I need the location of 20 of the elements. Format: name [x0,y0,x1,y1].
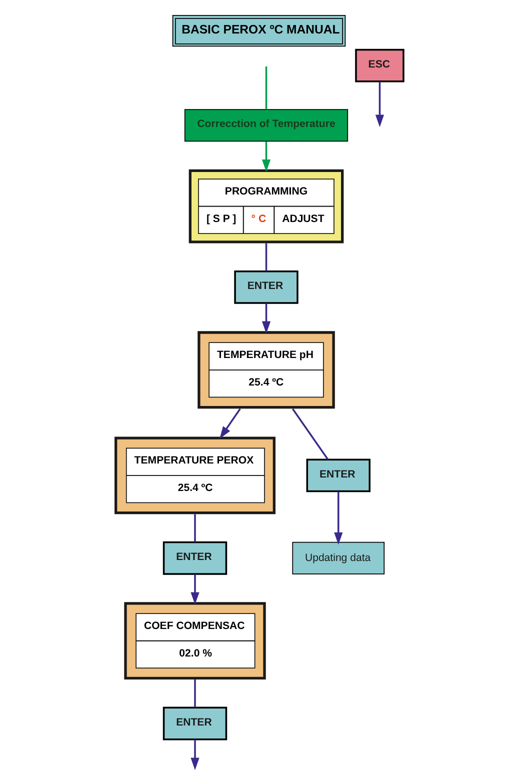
node-box: ENTER [306,458,370,492]
arrow [261,303,270,334]
diagram-title: BASIC PEROX ºC MANUAL [181,22,340,37]
connector [194,514,196,542]
arrow [261,142,270,172]
node-box: ENTER [234,270,298,304]
node-box: Correcction of Temperature [184,109,348,142]
node-box: ESC [354,48,404,82]
arrow [190,739,199,770]
arrow [219,408,240,439]
connector [194,680,196,708]
arrow [374,82,384,128]
node-box: ENTER [162,706,227,740]
node-box: ENTER [162,541,227,575]
connector [264,243,267,272]
arrow [334,492,342,545]
connector [264,66,267,110]
arrow [190,574,199,605]
connector [291,408,328,460]
node-box: Updating data [292,542,384,574]
